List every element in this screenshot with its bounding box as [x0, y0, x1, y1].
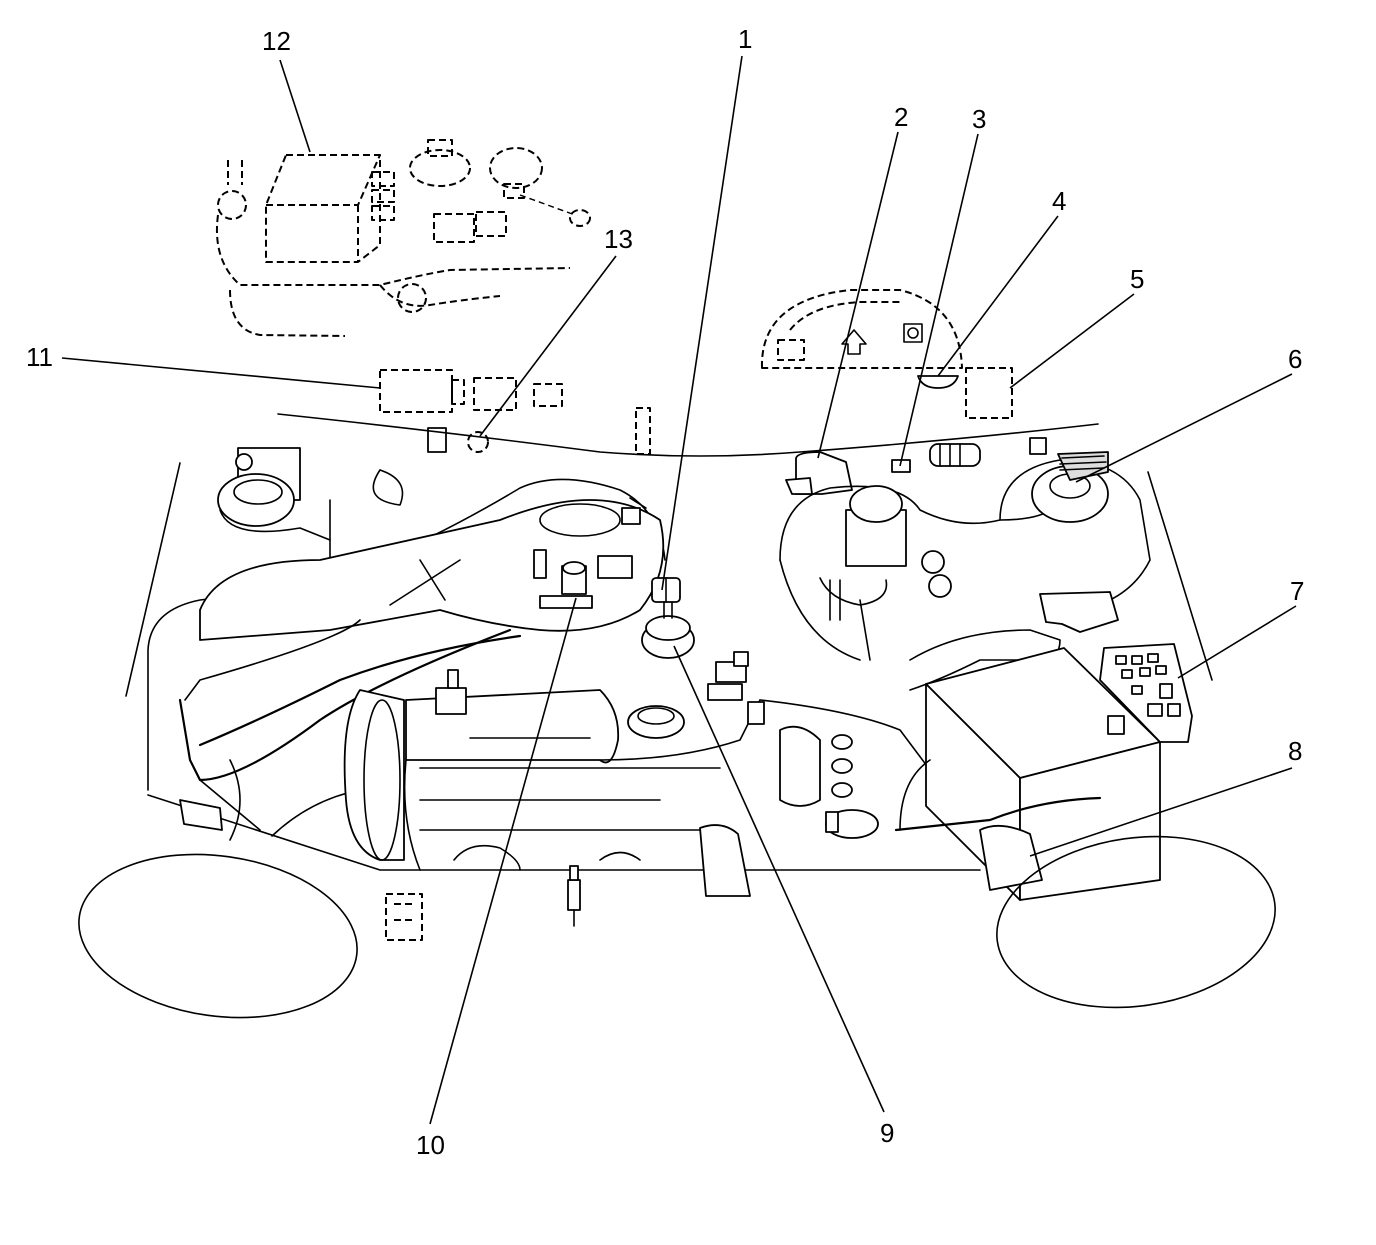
leader-10 [429, 597, 577, 1125]
brake-booster [779, 437, 1061, 661]
callout-3: 3 [972, 104, 986, 134]
hidden-components-right [379, 289, 1013, 455]
callout-labels: 1 2 3 4 5 6 7 8 9 10 11 12 13 [26, 24, 1304, 1160]
lower-sensors [385, 865, 581, 941]
left-strut-tower [217, 447, 404, 561]
relay-box [1099, 643, 1193, 743]
callout-13: 13 [604, 224, 633, 254]
hidden-components-left [216, 139, 591, 337]
callout-5: 5 [1130, 264, 1144, 294]
leader-11 [61, 357, 381, 389]
leader-lines [61, 55, 1297, 1125]
callout-6: 6 [1288, 344, 1302, 374]
callout-9: 9 [880, 1118, 894, 1148]
callout-1: 1 [738, 24, 752, 54]
callout-4: 4 [1052, 186, 1066, 216]
leader-8 [1029, 767, 1293, 857]
front-wheels [78, 835, 1276, 1019]
callout-8: 8 [1288, 736, 1302, 766]
callout-11: 11 [26, 342, 53, 372]
callout-12: 12 [262, 26, 291, 56]
right-strut-tower [999, 451, 1151, 633]
callout-10: 10 [416, 1130, 445, 1160]
leader-4 [937, 215, 1059, 377]
leader-13 [479, 255, 617, 437]
leader-9 [673, 645, 885, 1113]
leader-7 [1177, 605, 1297, 679]
engine-block [343, 651, 931, 897]
leader-1 [661, 55, 743, 591]
leader-6 [1075, 373, 1293, 483]
oil-sensor [641, 577, 695, 659]
callout-7: 7 [1290, 576, 1304, 606]
body-outline [125, 413, 1213, 871]
leader-5 [1009, 293, 1135, 389]
leader-3 [899, 133, 979, 467]
callout-2: 2 [894, 102, 908, 132]
leader-12 [279, 59, 311, 153]
air-cleaner [178, 497, 665, 841]
leader-2 [817, 131, 899, 459]
